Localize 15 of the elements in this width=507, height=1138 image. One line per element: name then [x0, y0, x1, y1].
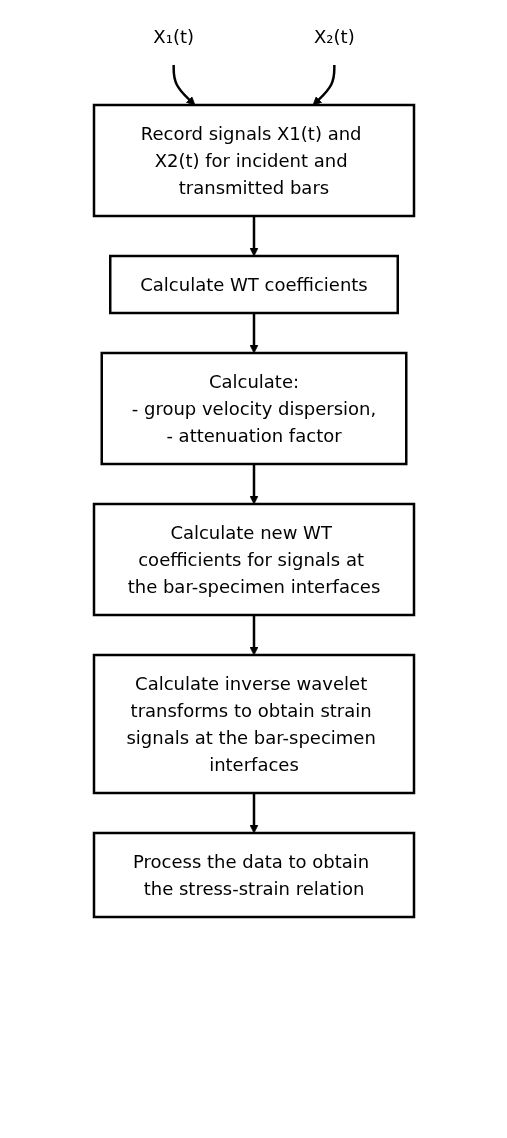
- arrow: [171, 65, 195, 106]
- arrow: [312, 65, 336, 106]
- arrow: [249, 216, 258, 257]
- node-text: X₂(t): [313, 26, 355, 47]
- arrow: [249, 464, 258, 505]
- node-box: Calculate inverse wavelet transforms to obtain strain signals at the bar-specimen interfaces: [92, 653, 415, 795]
- node-box: Calculate new WT coefficients for signals at the bar-specimen interfaces: [92, 502, 415, 617]
- arrow: [249, 615, 258, 656]
- node-box: Process the data to obtain the stress-strain relation: [92, 831, 415, 919]
- arrow: [249, 313, 258, 354]
- arrow: [249, 793, 258, 834]
- node-box: Calculate: - group velocity dispersion, - attenuation factor: [100, 351, 407, 466]
- node-box: Calculate WT coefficients: [108, 254, 399, 315]
- node-text: X₁(t): [152, 26, 194, 47]
- node-box: Record signals X1(t) and X2(t) for incident and transmitted bars: [92, 103, 415, 218]
